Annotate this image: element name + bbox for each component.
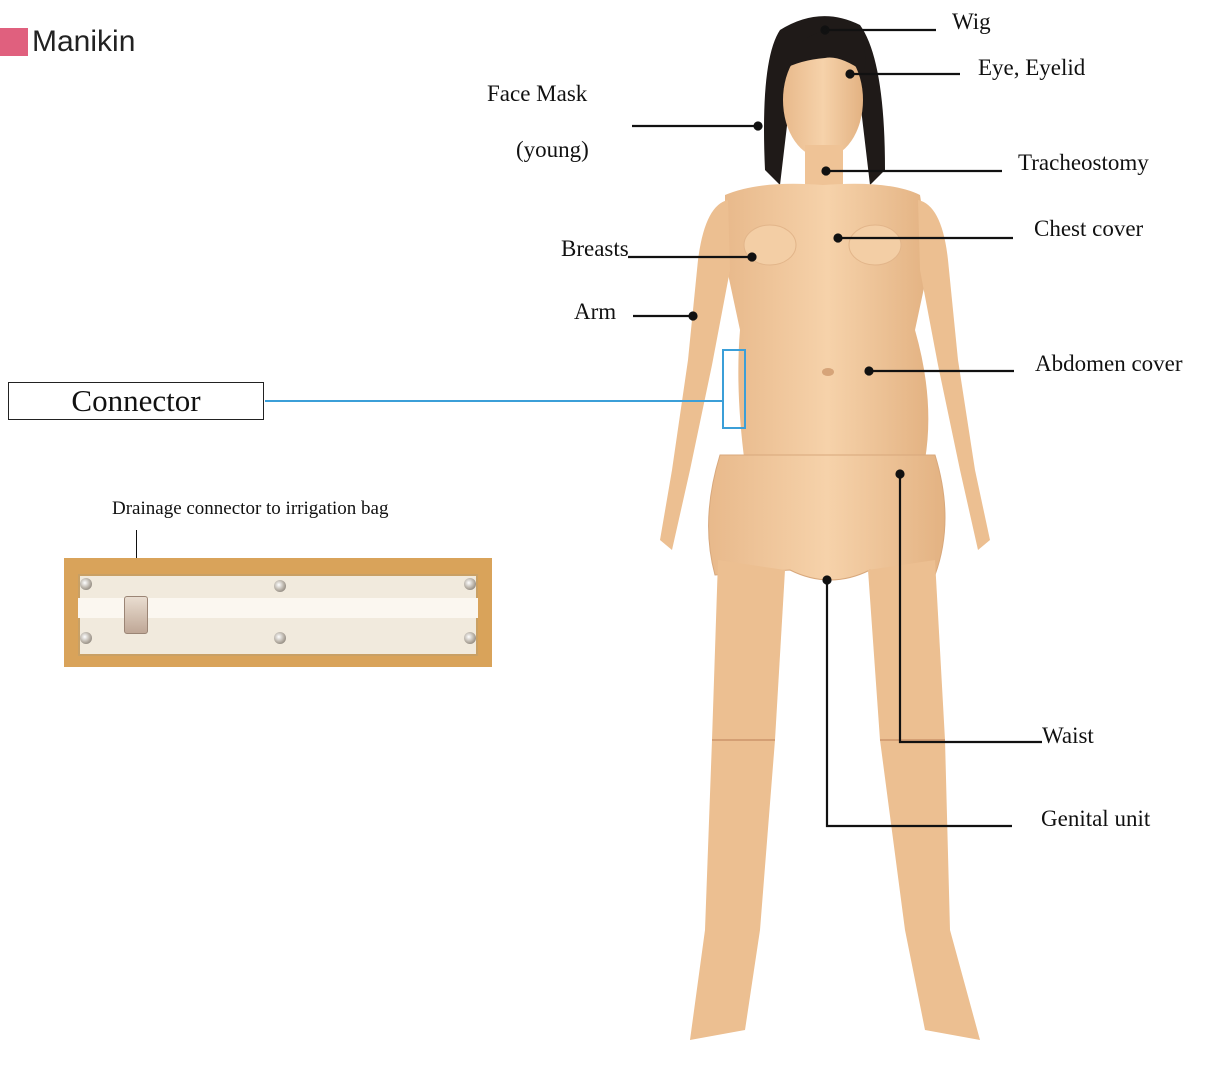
torso-shape — [725, 184, 930, 465]
label-face-mask-young: (young) — [516, 138, 589, 161]
label-wig: Wig — [952, 10, 991, 33]
connector-inset-photo — [64, 558, 492, 667]
label-arm: Arm — [574, 300, 616, 323]
breast-right — [849, 225, 901, 265]
label-genital-unit: Genital unit — [1041, 807, 1150, 830]
label-waist: Waist — [1042, 724, 1094, 747]
navel — [822, 368, 834, 376]
label-abdomen-cover: Abdomen cover — [1035, 352, 1183, 375]
inset-caption: Drainage connector to irrigation bag — [112, 498, 388, 520]
leg-left — [690, 560, 785, 1040]
pelvis-shape — [709, 455, 945, 580]
screw-icon — [80, 632, 92, 644]
screw-icon — [464, 632, 476, 644]
leg-right — [868, 560, 980, 1040]
connector-callout: Connector — [8, 382, 264, 420]
label-breasts: Breasts — [561, 237, 629, 260]
label-face-mask: Face Mask — [487, 82, 587, 105]
label-eye-eyelid: Eye, Eyelid — [978, 56, 1085, 79]
screw-icon — [274, 632, 286, 644]
screw-icon — [274, 580, 286, 592]
screw-icon — [80, 578, 92, 590]
label-tracheostomy: Tracheostomy — [1018, 151, 1149, 174]
label-chest-cover: Chest cover — [1034, 217, 1143, 240]
screw-icon — [464, 578, 476, 590]
drainage-port-icon — [124, 596, 148, 634]
